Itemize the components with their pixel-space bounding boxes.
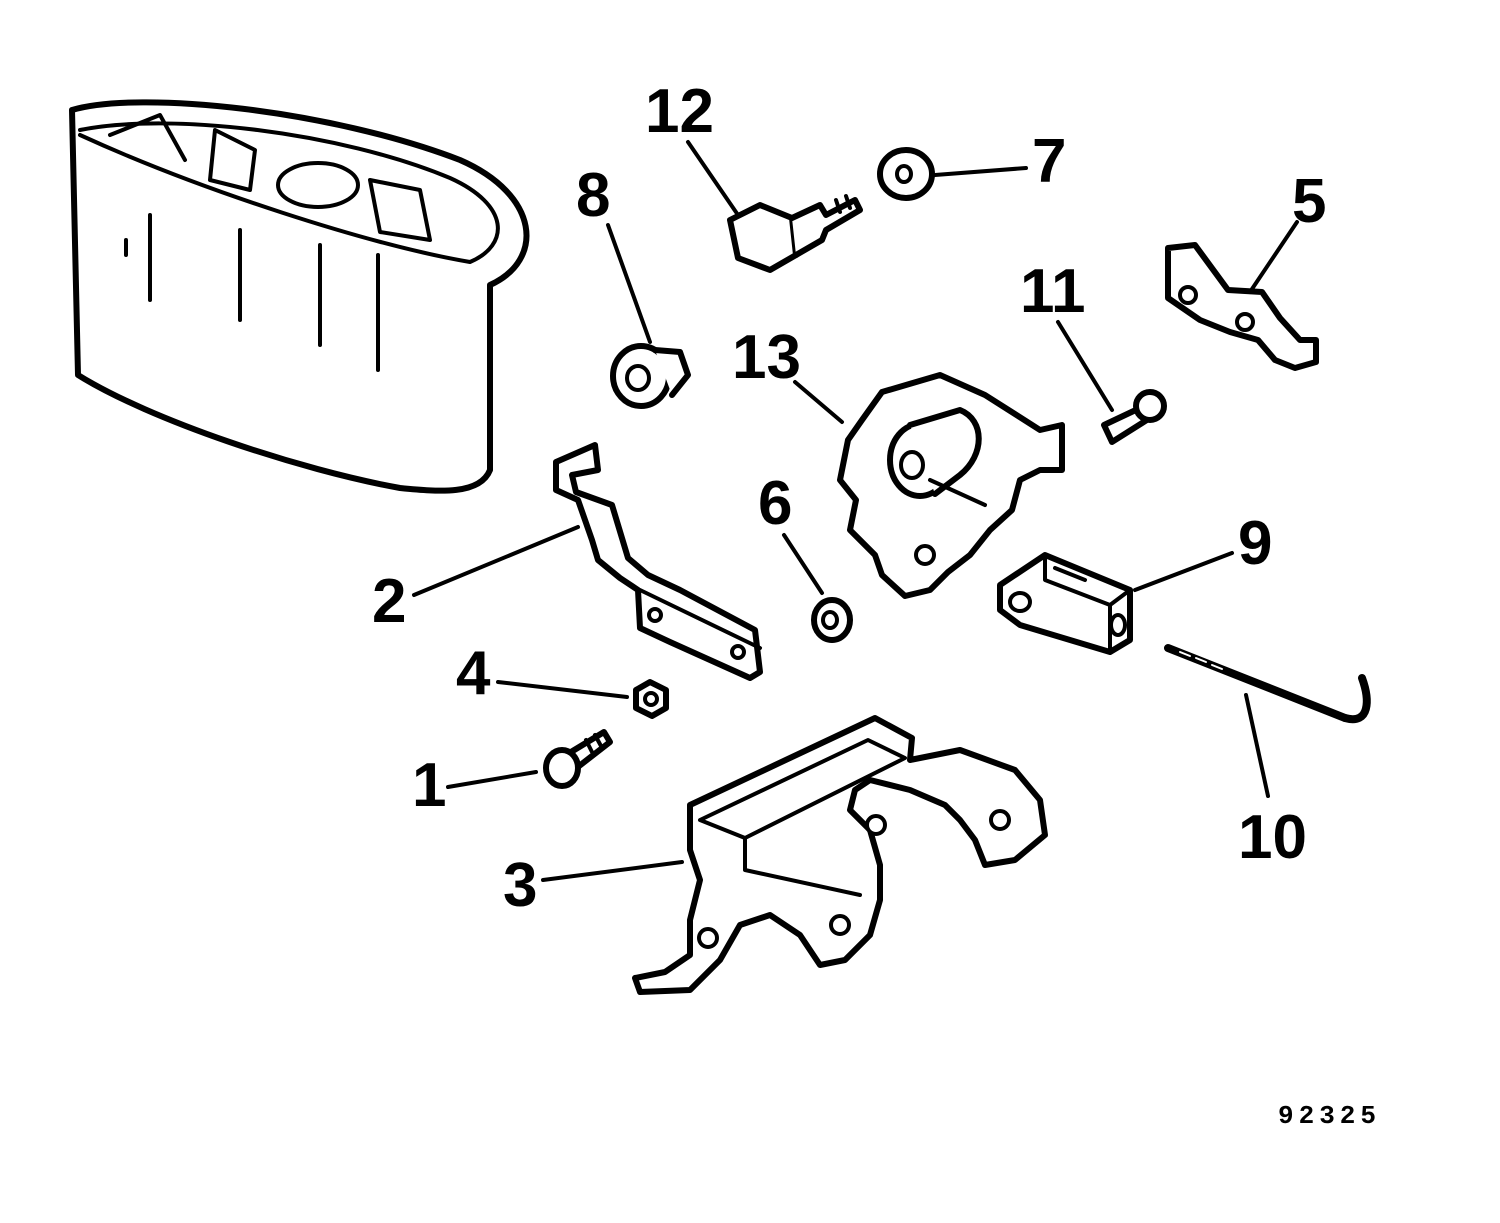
part-4-nut [633,679,669,719]
callout-1: 1 [412,751,446,820]
leader-10 [1244,693,1270,798]
callout-3: 3 [503,851,537,920]
callout-9: 9 [1238,509,1272,578]
part-9-connector-block [997,552,1133,655]
part-11-screw [1101,389,1167,445]
leader-4 [496,680,629,699]
part-3-mounting-bracket [632,715,1048,995]
callout-5: 5 [1292,167,1326,236]
callout-7: 7 [1032,127,1066,196]
leader-1 [446,770,538,789]
leader-12 [686,140,740,217]
callout-11: 11 [1020,257,1086,326]
callout-labels: 1 2 3 4 5 6 7 8 9 10 11 12 13 [372,77,1326,920]
callout-10: 10 [1238,803,1307,872]
part-12-shoulder-bolt [727,194,863,273]
callout-4: 4 [456,639,491,708]
part-5-link-plate [1165,242,1319,371]
leader-7 [933,166,1028,177]
part-10-rod [1164,644,1371,724]
part-6-washer [811,597,853,643]
part-8-bushing [610,343,691,409]
leader-11 [1056,320,1114,412]
figure-number: 92325 [1278,1101,1381,1131]
leader-13 [793,380,844,424]
callout-13: 13 [732,323,801,392]
leader-2 [412,525,580,597]
leader-3 [541,860,684,882]
part-2-bracket [553,442,763,681]
callout-8: 8 [576,161,610,230]
leader-lines [412,140,1299,882]
part-13-throttle-cam [837,372,1065,599]
leader-6 [782,533,824,595]
callout-6: 6 [758,469,792,538]
part-1-bolt [543,729,613,789]
leader-9 [1133,551,1234,592]
callout-2: 2 [372,567,406,636]
callout-12: 12 [645,77,714,146]
part-7-washer [877,147,935,201]
housing [69,99,530,494]
leader-8 [606,223,652,344]
leader-5 [1248,220,1299,294]
